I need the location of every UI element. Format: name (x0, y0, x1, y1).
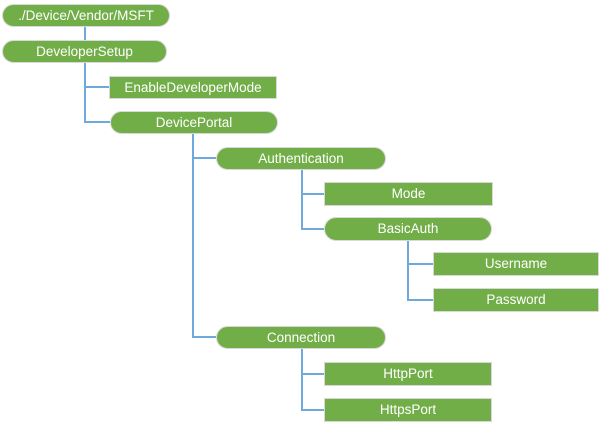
connector-line (407, 241, 433, 301)
tree-node-developer-setup: DeveloperSetup (2, 40, 167, 63)
tree-node-connection: Connection (216, 326, 386, 349)
tree-node-http-port: HttpPort (324, 362, 492, 386)
connector-line (407, 241, 433, 265)
connector-line (301, 170, 324, 230)
connector-line (301, 170, 324, 195)
connector-line (301, 349, 324, 375)
tree-node-enable-developer-mode: EnableDeveloperMode (109, 76, 277, 99)
tree-node-root: ./Device/Vendor/MSFT (2, 4, 170, 27)
tree-node-https-port: HttpsPort (324, 398, 492, 422)
connector-line (84, 63, 109, 88)
tree-node-username: Username (433, 252, 599, 276)
tree-node-authentication: Authentication (216, 147, 386, 170)
connector-line (192, 134, 216, 338)
connector-line (84, 63, 110, 123)
tree-node-basic-auth: BasicAuth (324, 217, 492, 241)
tree-node-password: Password (433, 288, 599, 312)
connector-line (301, 349, 324, 411)
tree-node-mode: Mode (324, 182, 493, 206)
tree-node-device-portal: DevicePortal (110, 111, 278, 134)
connector-line (192, 134, 216, 159)
